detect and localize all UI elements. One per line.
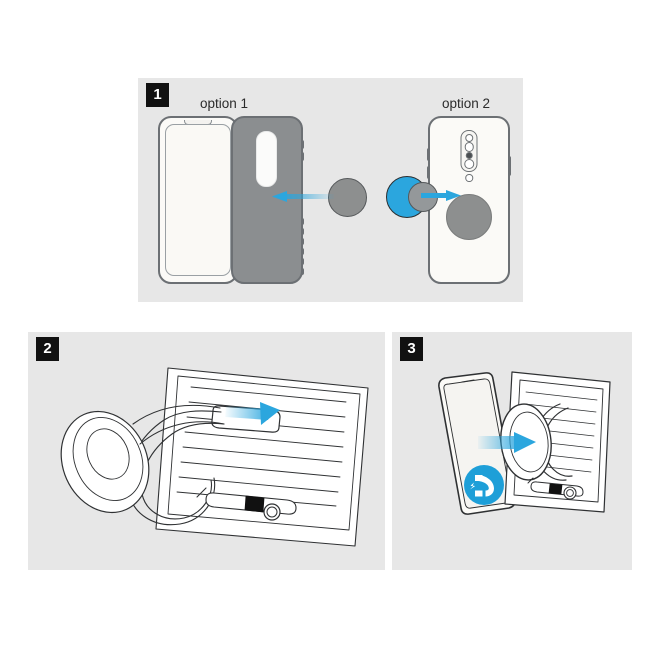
case-side-button (301, 152, 305, 161)
step-3-illustration (438, 371, 611, 515)
insert-arrow-left-icon (272, 191, 334, 202)
phone-volume-button (426, 166, 430, 179)
phone-case-illustration (231, 116, 305, 284)
step-2-badge: 2 (36, 337, 59, 361)
camera-lens-icon (464, 133, 474, 142)
snap-arrow-right-icon (478, 432, 536, 453)
camera-lens-icon (464, 142, 474, 152)
step-2-panel: 2 (28, 332, 385, 570)
case-side-button (301, 140, 305, 149)
step-2-illustration (60, 367, 369, 547)
phone-front-illustration (158, 116, 238, 284)
option-1-label: option 1 (200, 96, 249, 111)
camera-flash-icon (465, 174, 473, 182)
magnet-icon (470, 475, 494, 497)
step-3-badge: 3 (400, 337, 423, 361)
metal-plate-disc (446, 194, 492, 240)
case-side-grip (301, 268, 305, 275)
case-side-grip (301, 248, 305, 255)
phone-volume-button (426, 148, 430, 161)
step-1-badge: 1 (146, 83, 169, 107)
step-1-panel: 1 option 1 option 2 (138, 78, 523, 302)
phone-screen (165, 124, 231, 276)
phone-back-illustration (426, 116, 512, 284)
step-3-panel: 3 (392, 332, 632, 570)
metal-plate-disc (328, 178, 367, 217)
attach-arrow-right-icon (421, 190, 461, 201)
case-side-grip (301, 258, 305, 265)
phone-power-button (508, 156, 512, 176)
insert-arrow-right-icon (225, 402, 280, 425)
option-2-label: option 2 (442, 96, 491, 111)
case-side-grip (301, 228, 305, 235)
case-camera-cutout (256, 131, 277, 187)
camera-lens-icon (463, 158, 475, 169)
magnet-badge (464, 465, 504, 505)
camera-module-icon (460, 130, 478, 172)
case-side-grip (301, 238, 305, 245)
case-side-grip (301, 218, 305, 225)
step-1-illustration (138, 78, 523, 302)
